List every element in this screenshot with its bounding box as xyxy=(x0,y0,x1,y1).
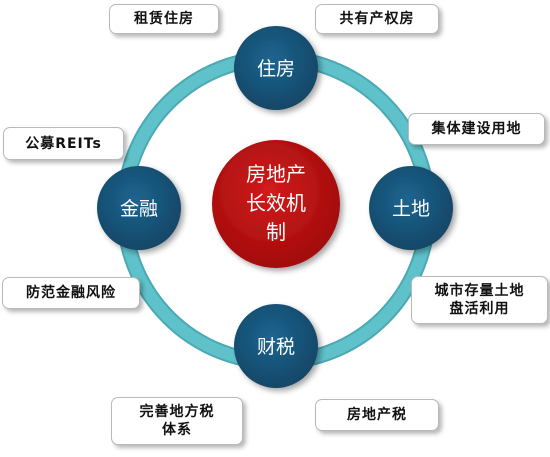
label-financial-risk-prevention: 防范金融风险 xyxy=(2,277,140,309)
node-top-circle xyxy=(234,26,318,110)
label-public-reits: 公募REITs xyxy=(3,127,124,160)
label-local-tax-system: 完善地方税 体系 xyxy=(111,397,243,445)
label-shared-ownership-housing: 共有产权房 xyxy=(315,4,439,34)
node-left-label: 金融 xyxy=(120,198,158,220)
node-bottom-label: 财税 xyxy=(257,336,295,358)
label-urban-land-revitalization: 城市存量土地 盘活利用 xyxy=(411,276,548,324)
label-rental-housing: 租赁住房 xyxy=(109,4,219,34)
node-top-label: 住房 xyxy=(257,58,295,80)
center-text-line3: 制 xyxy=(266,220,286,244)
node-left-circle xyxy=(97,166,181,250)
center-text-line2: 长效机 xyxy=(246,191,306,215)
label-property-tax: 房地产税 xyxy=(315,399,439,431)
center-circle xyxy=(212,140,340,268)
label-collective-construction-land: 集体建设用地 xyxy=(408,113,545,145)
node-right-circle xyxy=(369,166,453,250)
center-text-line1: 房地产 xyxy=(246,162,306,186)
node-right-label: 土地 xyxy=(392,198,430,220)
node-bottom-circle xyxy=(234,304,318,388)
